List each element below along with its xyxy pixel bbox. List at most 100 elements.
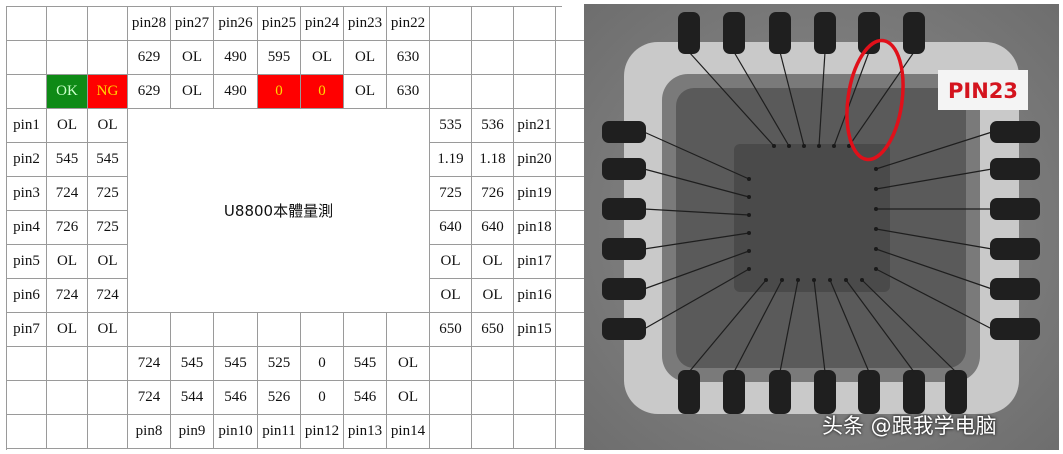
pin-header-bottom: pin8 bbox=[128, 415, 171, 449]
bottom-pad bbox=[814, 370, 836, 414]
bond-point bbox=[747, 249, 751, 253]
pin-label-left: pin3 bbox=[7, 177, 47, 211]
pin-header-top: pin22 bbox=[387, 7, 430, 41]
empty-cell bbox=[472, 7, 514, 41]
right-pad bbox=[990, 121, 1040, 143]
value-cell: 725 bbox=[88, 211, 128, 245]
value-cell: OL bbox=[171, 75, 214, 109]
pin-label-right: pin18 bbox=[514, 211, 556, 245]
watermark: 头条 @跟我学电脑 bbox=[822, 414, 997, 438]
empty-cell bbox=[430, 75, 472, 109]
empty-cell bbox=[472, 41, 514, 75]
value-cell: 630 bbox=[387, 75, 430, 109]
pin-header-bottom: pin13 bbox=[344, 415, 387, 449]
pin-label-right: pin19 bbox=[514, 177, 556, 211]
value-cell: 725 bbox=[430, 177, 472, 211]
pin-header-top: pin26 bbox=[214, 7, 258, 41]
empty-cell bbox=[171, 313, 214, 347]
bond-point bbox=[747, 177, 751, 181]
pin-label-right: pin21 bbox=[514, 109, 556, 143]
value-cell: 640 bbox=[472, 211, 514, 245]
value-cell: OL bbox=[88, 109, 128, 143]
empty-cell bbox=[514, 415, 556, 449]
empty-cell bbox=[472, 415, 514, 449]
empty-cell bbox=[514, 41, 556, 75]
value-cell: OL bbox=[387, 347, 430, 381]
value-cell: 0 bbox=[301, 347, 344, 381]
empty-cell bbox=[7, 7, 47, 41]
highlight-ellipse bbox=[845, 38, 905, 162]
left-pad bbox=[602, 198, 646, 220]
empty-cell bbox=[514, 75, 556, 109]
bond-point bbox=[874, 247, 878, 251]
bond-point bbox=[747, 195, 751, 199]
value-cell: 544 bbox=[171, 381, 214, 415]
pin-label-right: pin17 bbox=[514, 245, 556, 279]
empty-cell bbox=[47, 415, 88, 449]
pin-header-top: pin25 bbox=[258, 7, 301, 41]
value-cell: OL bbox=[301, 41, 344, 75]
value-cell: OL bbox=[47, 109, 88, 143]
pads-group bbox=[602, 12, 1040, 414]
bond-wire bbox=[875, 131, 993, 170]
pin-header-top: pin28 bbox=[128, 7, 171, 41]
bond-wires bbox=[643, 51, 993, 373]
bond-point bbox=[860, 278, 864, 282]
pin-header-top: pin23 bbox=[344, 7, 387, 41]
right-pad bbox=[990, 198, 1040, 220]
empty-cell bbox=[128, 313, 171, 347]
bond-point bbox=[832, 144, 836, 148]
pin-header-bottom: pin12 bbox=[301, 415, 344, 449]
value-cell: 630 bbox=[387, 41, 430, 75]
empty-cell bbox=[472, 347, 514, 381]
value-cell: 545 bbox=[88, 143, 128, 177]
right-pad bbox=[990, 278, 1040, 300]
left-pad bbox=[602, 158, 646, 180]
empty-cell bbox=[47, 7, 88, 41]
bond-wire bbox=[643, 208, 750, 216]
empty-cell bbox=[88, 415, 128, 449]
value-cell: 629 bbox=[128, 41, 171, 75]
value-cell: 536 bbox=[472, 109, 514, 143]
empty-cell bbox=[47, 381, 88, 415]
pin-label-right: pin16 bbox=[514, 279, 556, 313]
bond-wire bbox=[688, 279, 767, 373]
empty-cell bbox=[430, 347, 472, 381]
empty-cell bbox=[430, 7, 472, 41]
top-pad bbox=[903, 12, 925, 54]
empty-cell bbox=[430, 415, 472, 449]
empty-cell bbox=[214, 313, 258, 347]
empty-cell bbox=[514, 347, 556, 381]
value-cell: 546 bbox=[344, 381, 387, 415]
empty-cell bbox=[430, 41, 472, 75]
value-cell: 724 bbox=[47, 177, 88, 211]
empty-cell bbox=[387, 313, 430, 347]
value-cell: OL bbox=[344, 75, 387, 109]
empty-cell bbox=[7, 75, 47, 109]
bond-point bbox=[772, 144, 776, 148]
bond-wire bbox=[643, 268, 750, 330]
value-cell: 595 bbox=[258, 41, 301, 75]
bond-wire bbox=[733, 51, 790, 147]
value-cell: 629 bbox=[128, 75, 171, 109]
bond-wire bbox=[829, 279, 870, 373]
value-cell: 726 bbox=[47, 211, 88, 245]
empty-cell bbox=[514, 381, 556, 415]
value-cell: 1.18 bbox=[472, 143, 514, 177]
bond-wire bbox=[733, 279, 783, 373]
value-cell: 0 bbox=[258, 75, 301, 109]
value-cell: OL bbox=[88, 313, 128, 347]
value-cell: 545 bbox=[47, 143, 88, 177]
left-pad bbox=[602, 238, 646, 260]
pin-header-top: pin24 bbox=[301, 7, 344, 41]
bond-wire bbox=[643, 131, 750, 180]
empty-cell bbox=[472, 381, 514, 415]
empty-cell bbox=[344, 313, 387, 347]
top-pad bbox=[814, 12, 836, 54]
empty-cell bbox=[258, 313, 301, 347]
bond-point bbox=[817, 144, 821, 148]
right-pad bbox=[990, 318, 1040, 340]
empty-cell bbox=[88, 381, 128, 415]
top-pad bbox=[769, 12, 791, 54]
